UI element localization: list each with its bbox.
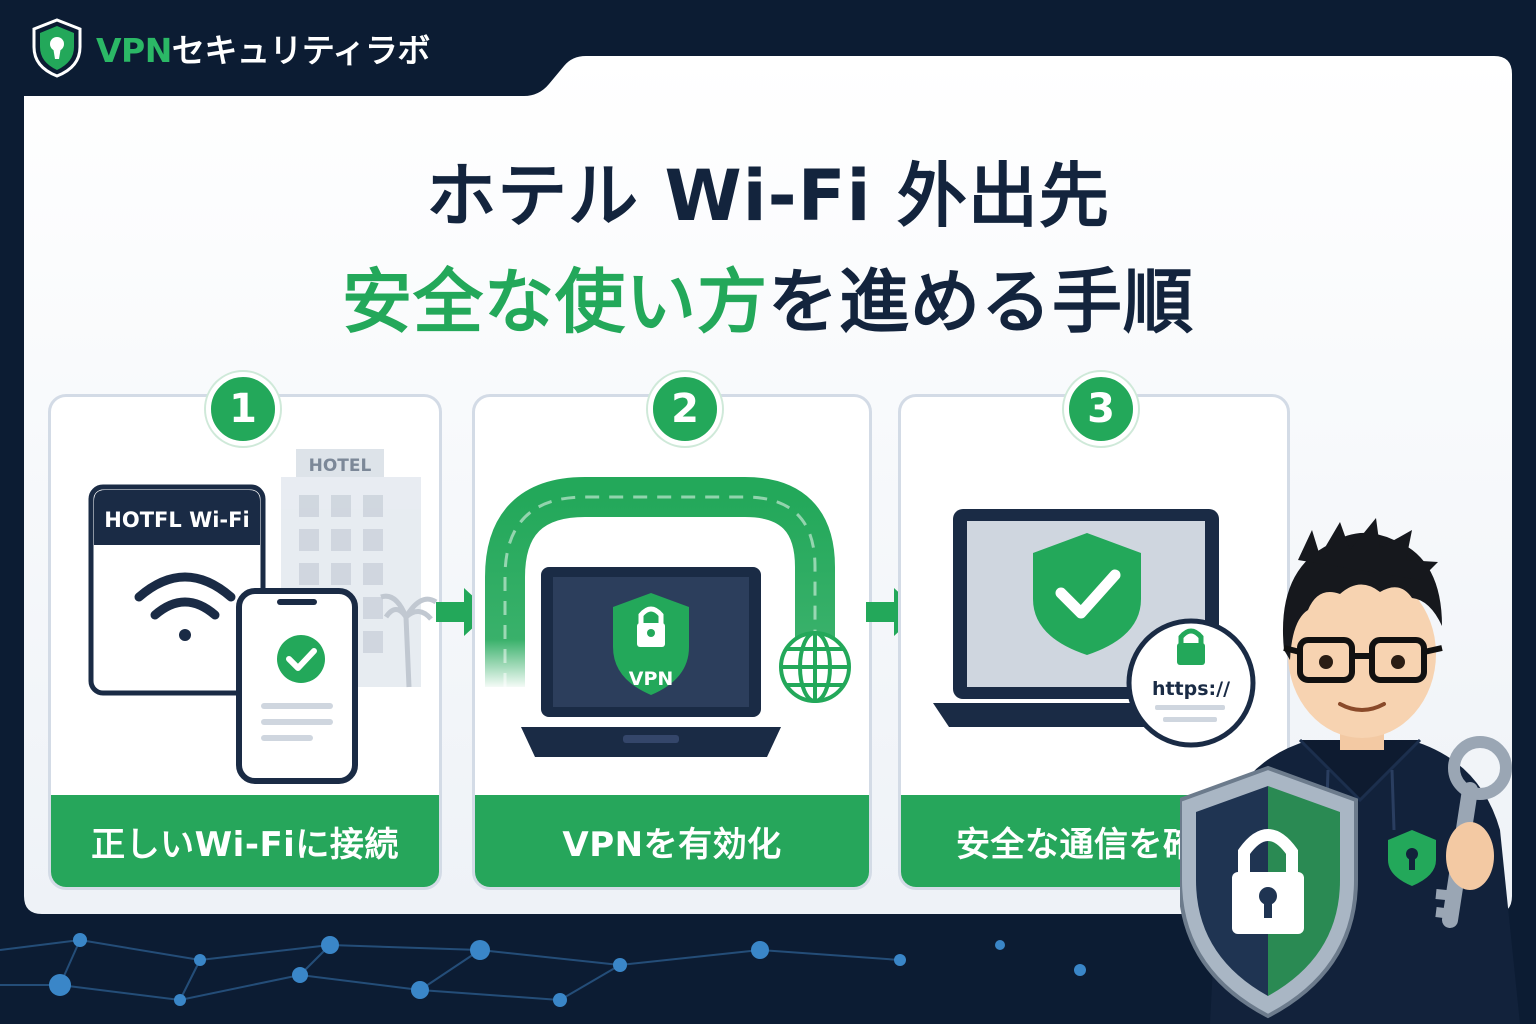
vpn-laptop-illustration: VPN	[485, 477, 851, 757]
brand-vpn-text: VPN	[96, 31, 172, 70]
vpn-shield-text: VPN	[629, 668, 674, 690]
brand-name: VPNセキュリティラボ	[96, 24, 430, 72]
step-1-number-badge: 1	[206, 372, 280, 446]
smartphone-icon	[236, 588, 358, 784]
step-card-2: VPN VPNを有効化	[472, 394, 872, 890]
vpn-shield-icon	[613, 593, 689, 695]
hoodie-shield-icon	[1388, 830, 1436, 886]
hotel-wifi-illustration: HOTEL HOTFL Wi-Fi	[88, 449, 438, 784]
brand-rest-text: セキュリティラボ	[171, 31, 431, 70]
step-2-number-badge: 2	[648, 372, 722, 446]
https-text: https://	[1152, 678, 1230, 700]
wifi-icon	[134, 572, 236, 641]
step-2-label: VPNを有効化	[475, 795, 869, 887]
page-title-line1: ホテル Wi-Fi 外出先	[426, 155, 1110, 237]
lock-shield-icon	[1180, 765, 1358, 1019]
hotel-sign-text: HOTEL	[309, 456, 372, 476]
brand-logo[interactable]: VPNセキュリティラボ	[30, 12, 430, 84]
step-card-1: HOTEL HOTFL Wi-Fi 正しいWi-Fiに接続	[48, 394, 442, 890]
shield-keyhole-icon	[32, 18, 82, 78]
step-3-number-badge: 3	[1064, 372, 1138, 446]
globe-icon	[779, 631, 851, 703]
title-dark-part: を進める手順	[768, 261, 1194, 343]
shield-check-icon	[1033, 533, 1141, 655]
secure-connection-illustration: https://	[933, 509, 1256, 748]
https-bubble	[1126, 618, 1256, 748]
title-green-part: 安全な使い方	[342, 261, 768, 343]
step-1-label: 正しいWi-Fiに接続	[51, 795, 439, 887]
wifi-network-name: HOTFL Wi-Fi	[104, 508, 249, 532]
mascot-character	[1180, 518, 1520, 1024]
wifi-panel	[88, 484, 266, 696]
page-title-line2: 安全な使い方を進める手順	[0, 246, 1536, 347]
